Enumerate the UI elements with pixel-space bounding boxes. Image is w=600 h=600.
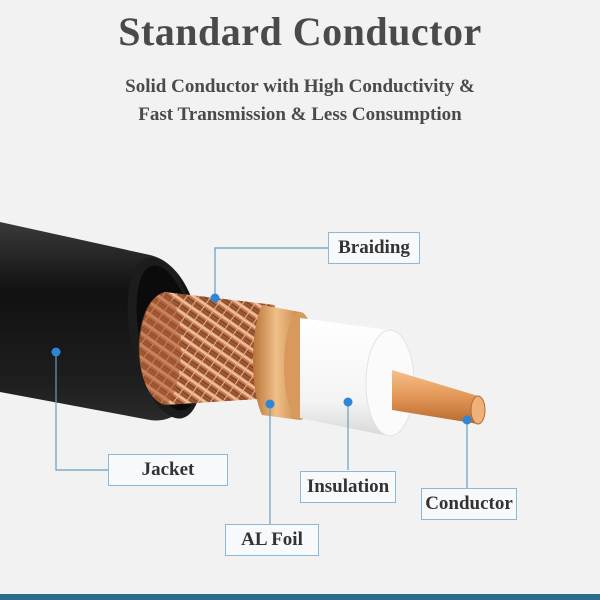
- braiding-layer: [138, 292, 275, 405]
- callout-dots: [51, 293, 472, 425]
- label-jacket: Jacket: [108, 454, 228, 486]
- label-insulation: Insulation: [300, 471, 396, 503]
- callout-dot-jacket: [51, 347, 61, 357]
- subtitle-line-2: Fast Transmission & Less Consumption: [138, 104, 462, 125]
- bottom-accent-bar: [0, 594, 600, 600]
- label-al-foil: AL Foil: [225, 524, 319, 556]
- subtitle-line-1: Solid Conductor with High Conductivity &: [125, 76, 475, 97]
- page-title: Standard Conductor: [118, 9, 482, 54]
- callout-dot-al-foil: [265, 399, 275, 409]
- callout-line-al-foil: [225, 404, 271, 541]
- callout-dot-conductor: [462, 415, 472, 425]
- label-braiding: Braiding: [328, 232, 420, 264]
- callout-dot-insulation: [343, 397, 353, 407]
- callout-line-jacket: [55, 352, 108, 471]
- label-conductor: Conductor: [421, 488, 517, 520]
- callout-dot-braiding: [210, 293, 220, 303]
- callout-line-braiding: [214, 247, 328, 298]
- conductor-core: [392, 370, 486, 425]
